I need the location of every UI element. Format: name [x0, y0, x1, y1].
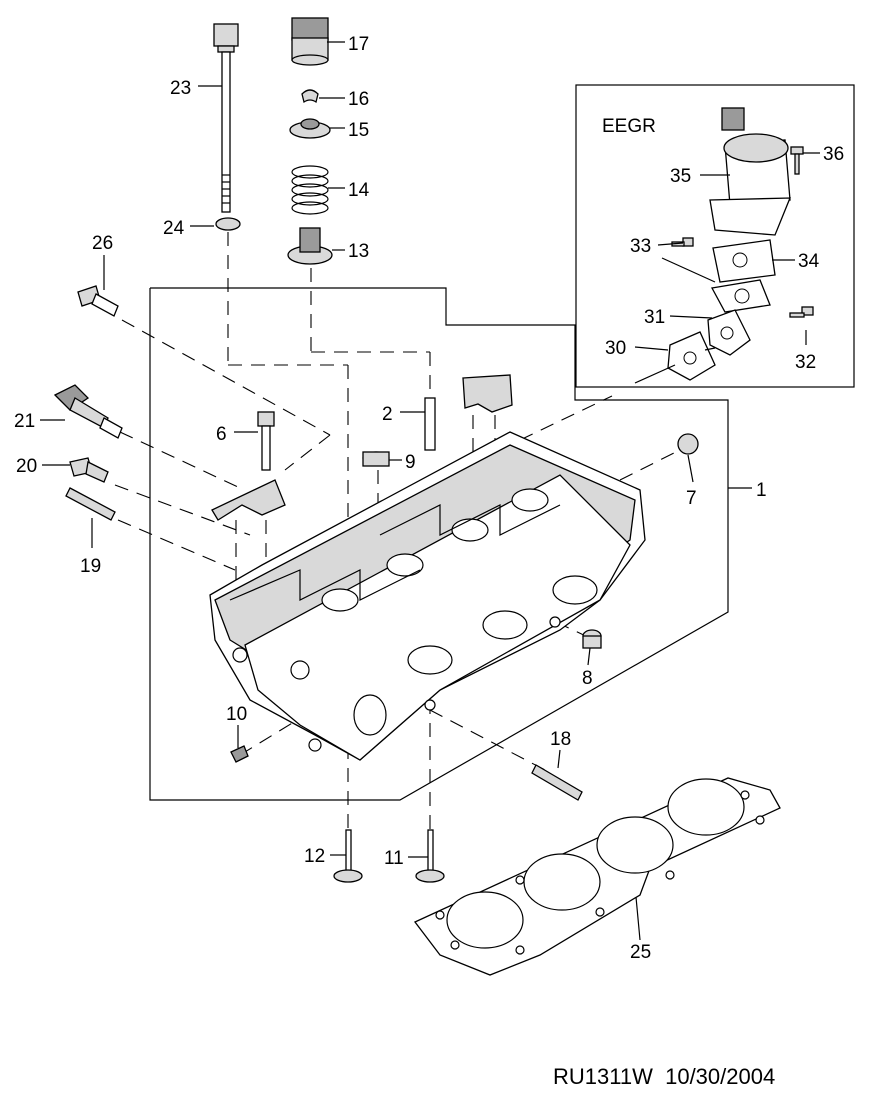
- callout-1: 1: [756, 480, 767, 501]
- callout-8: 8: [582, 668, 593, 689]
- callout-13: 13: [348, 241, 369, 262]
- dowel-pin: [424, 397, 436, 451]
- callout-33: 33: [630, 236, 651, 257]
- exhaust-valve: [333, 829, 363, 883]
- callout-leaders: [40, 41, 820, 941]
- stud-bolt: [65, 487, 583, 801]
- callout-23: 23: [170, 78, 191, 99]
- callout-34: 34: [798, 251, 820, 272]
- callout-10: 10: [226, 704, 247, 725]
- callout-16: 16: [348, 89, 369, 110]
- valve-keeper: [301, 89, 319, 104]
- assembly-boundary-frame: [149, 287, 729, 801]
- drain-plug: [230, 745, 249, 763]
- callout-35: 35: [670, 166, 691, 187]
- callout-labels: 23 24 17 16 15 14 13 26 21 20 19 6 2 9 7…: [14, 34, 844, 963]
- cylinder-head: [209, 431, 646, 761]
- callout-21: 21: [14, 411, 35, 432]
- callout-26: 26: [92, 233, 113, 254]
- callout-24: 24: [163, 218, 185, 239]
- drawing-code: RU1311W: [553, 1064, 653, 1089]
- callout-9: 9: [405, 452, 416, 473]
- callout-32: 32: [795, 352, 816, 373]
- fitting-connector: [77, 285, 119, 317]
- callout-17: 17: [348, 34, 369, 55]
- valve-spring: [291, 165, 329, 215]
- eegr-inset-title: EEGR: [602, 116, 656, 137]
- callout-31: 31: [644, 307, 665, 328]
- plug-bolt: [582, 629, 602, 649]
- oil-pressure-switch: [69, 457, 109, 483]
- callout-25: 25: [630, 942, 651, 963]
- callout-12: 12: [304, 846, 325, 867]
- spring-retainer: [289, 118, 331, 139]
- eegr-inset-frame: [575, 84, 855, 388]
- camshaft-cap: [211, 374, 513, 521]
- callout-7: 7: [686, 488, 697, 509]
- temperature-sensor: [53, 384, 123, 439]
- callout-36: 36: [823, 144, 844, 165]
- cam-cap-bolt: [257, 411, 275, 471]
- callout-19: 19: [80, 556, 101, 577]
- callout-18: 18: [550, 729, 571, 750]
- callout-11: 11: [384, 848, 404, 869]
- expansion-plug: [677, 433, 699, 455]
- cylinder-head-bolt: [213, 23, 239, 213]
- bolt-washer: [215, 217, 241, 231]
- head-gasket: [413, 777, 781, 976]
- drawing-footer: RU1311W 10/30/2004: [553, 1064, 775, 1090]
- callout-30: 30: [605, 338, 626, 359]
- callout-2: 2: [382, 404, 393, 425]
- eegr-valve-assembly: [667, 107, 814, 381]
- drawing-date: 10/30/2004: [665, 1064, 776, 1089]
- callout-6: 6: [216, 424, 227, 445]
- oil-seal: [362, 451, 390, 467]
- valve-stem-seal: [287, 227, 333, 265]
- callout-20: 20: [16, 456, 37, 477]
- callout-15: 15: [348, 120, 369, 141]
- intake-valve: [415, 829, 445, 883]
- valve-lifter: [291, 17, 329, 66]
- callout-14: 14: [348, 180, 370, 201]
